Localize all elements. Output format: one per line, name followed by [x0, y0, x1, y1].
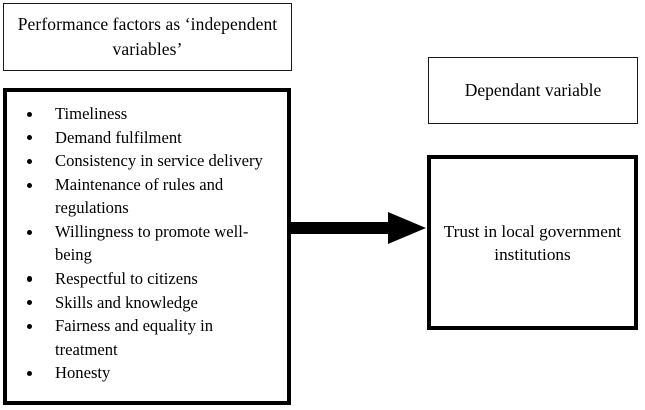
flow-arrow-icon [291, 211, 427, 245]
list-item-label: Willingness to promote well-being [55, 222, 249, 265]
list-item: Maintenance of rules and regulations [13, 173, 281, 219]
independent-variables-label-text: Performance factors as ‘independent vari… [17, 14, 278, 59]
bullet-icon [27, 276, 33, 282]
list-item-label: Maintenance of rules and regulations [55, 175, 224, 218]
trust-in-local-government-text: Trust in local government institutions [443, 221, 622, 264]
list-item: Honesty [13, 361, 281, 384]
list-item-label: Skills and knowledge [55, 292, 198, 312]
bullet-icon [27, 300, 33, 306]
list-item: Demand fulfilment [13, 126, 281, 149]
bullet-icon [27, 370, 33, 376]
bullet-icon [27, 158, 33, 165]
bullet-icon [27, 111, 33, 117]
trust-in-local-government-box: Trust in local government institutions [427, 155, 638, 330]
dependant-variable-label-text: Dependant variable [464, 80, 602, 100]
list-item-label: Honesty [55, 363, 111, 383]
list-item-label: Timeliness [55, 104, 128, 123]
list-item-label: Demand fulfilment [55, 127, 182, 147]
list-item: Timeliness [13, 102, 281, 125]
list-item: Fairness and equality in treatment [13, 314, 281, 360]
bullet-icon [27, 323, 33, 330]
bullet-icon [27, 135, 33, 141]
list-item-label: Consistency in service delivery [55, 151, 263, 171]
list-item-label: Respectful to citizens [55, 268, 198, 288]
performance-factors-box: Timeliness Demand fulfilment Consistency… [3, 88, 291, 405]
list-item: Respectful to citizens [13, 267, 281, 290]
bullet-icon [27, 182, 33, 188]
list-item: Consistency in service delivery [13, 149, 281, 172]
performance-factors-list: Timeliness Demand fulfilment Consistency… [13, 102, 281, 384]
bullet-icon [27, 229, 33, 235]
list-item: Skills and knowledge [13, 291, 281, 314]
independent-variables-label-box: Performance factors as ‘independent vari… [3, 3, 292, 71]
list-item-label: Fairness and equality in treatment [55, 316, 214, 359]
list-item: Willingness to promote well-being [13, 220, 281, 266]
dependant-variable-label-box: Dependant variable [428, 57, 638, 124]
